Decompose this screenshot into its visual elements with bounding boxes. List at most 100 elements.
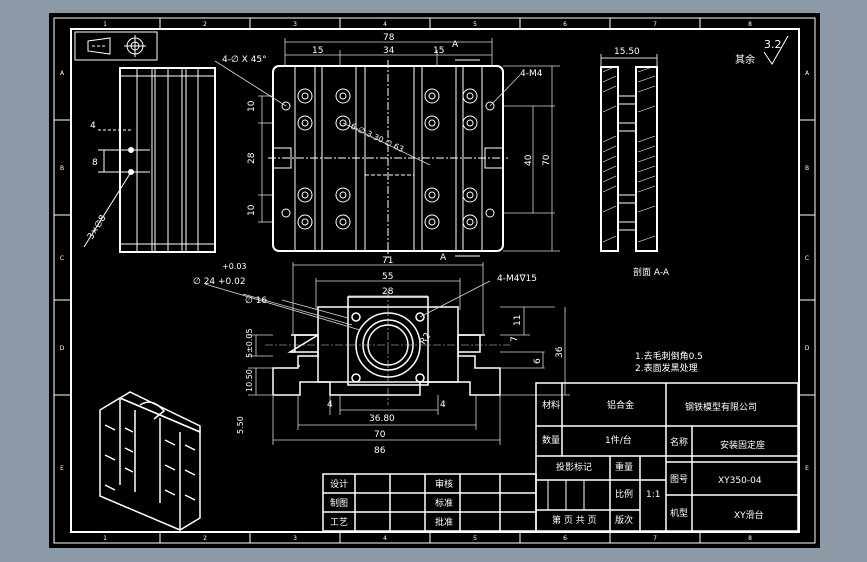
- section-marker-bottom: A: [440, 253, 447, 263]
- material-label: 材料: [542, 399, 560, 411]
- dim-71: 71: [382, 256, 393, 266]
- row-mark-right: C: [805, 255, 809, 262]
- dim-36-80: 36.80: [369, 414, 395, 424]
- col-mark-bottom: 3: [293, 535, 297, 542]
- note-line-2: 2.表面发黑处理: [635, 362, 698, 374]
- dim-7: 7: [510, 336, 520, 342]
- inner-frame: [70, 28, 800, 533]
- roughness-value: 3.2: [764, 38, 782, 51]
- note-line-1: 1.去毛刺倒角0.5: [635, 350, 703, 362]
- dim-h-28: 28: [247, 152, 257, 164]
- sign-row-2-b: 标准: [435, 497, 453, 509]
- sign-row-3-b: 批准: [435, 516, 453, 528]
- version-label: 版次: [615, 514, 633, 526]
- tolerance-note: +0.03: [222, 262, 247, 271]
- dim-28: 28: [382, 287, 394, 297]
- drawing-number-label: 图号: [670, 474, 688, 485]
- dim-8: 8: [92, 158, 98, 168]
- col-mark: 6: [563, 21, 567, 28]
- scale-label: 比例: [615, 488, 633, 500]
- dim-4-left: 4: [327, 400, 333, 410]
- col-mark: 8: [748, 21, 752, 28]
- sheet-border: [53, 17, 816, 544]
- technical-notes: 1.去毛刺倒角0.5 2.表面发黑处理: [635, 350, 703, 374]
- dim-overall-width: 78: [383, 33, 395, 43]
- name-label: 名称: [670, 436, 688, 448]
- row-mark: A: [60, 70, 65, 77]
- dim-55: 55: [382, 272, 393, 282]
- title-block: [322, 382, 799, 532]
- tap-depth-callout: 4-M4∇15: [497, 274, 537, 284]
- row-mark: B: [60, 165, 64, 172]
- dim-36: 36: [555, 346, 565, 358]
- dim-70: 70: [374, 430, 386, 440]
- section-title: 剖面 A-A: [633, 266, 670, 278]
- front-view-dims: 71 55 28 +0.03 ∅ 24 +0.02 ∅ 16 4-M4∇15 5…: [193, 256, 565, 456]
- dim-10-50: 10.50: [245, 369, 254, 392]
- scale-value: 1:1: [646, 490, 660, 500]
- sign-row-1-b: 审核: [435, 478, 453, 490]
- col-mark: 3: [293, 21, 297, 28]
- row-mark: E: [60, 465, 64, 472]
- isometric-view: [99, 391, 201, 531]
- col-mark-bottom: 5: [473, 535, 477, 542]
- roughness-symbol-icon: [763, 35, 789, 65]
- section-labels: 15.50 剖面 A-A: [614, 47, 670, 278]
- top-view-dimension-lines: [214, 38, 560, 252]
- row-mark-right: E: [805, 465, 809, 472]
- drawing-sheet: [49, 13, 820, 548]
- section-view: [600, 54, 658, 252]
- quantity-value: 1件/台: [605, 434, 632, 446]
- zone-markers: [54, 18, 815, 543]
- row-mark: D: [60, 345, 65, 352]
- section-marker-top: A: [452, 40, 459, 50]
- col-mark-bottom: 2: [203, 535, 207, 542]
- front-view-dim-lines: [204, 262, 570, 445]
- dim-h-40: 40: [524, 154, 534, 166]
- row-mark-right: D: [805, 345, 810, 352]
- zone-labels: 1 2 3 4 5 6 7 8 1 2 3 4 5 6 7 8 A B C D …: [60, 21, 810, 542]
- tap-callout: 4-M4: [520, 69, 543, 79]
- section-width: 15.50: [614, 47, 640, 57]
- row-mark: C: [60, 255, 64, 262]
- sign-row-2-a: 制图: [330, 497, 348, 509]
- company-name: 钢铁模型有限公司: [685, 401, 757, 413]
- col-mark: 5: [473, 21, 477, 28]
- col-mark-bottom: 4: [383, 535, 387, 542]
- top-view-holes: [281, 88, 495, 230]
- sign-row-1-a: 设计: [330, 478, 348, 490]
- bore-callout: ∅ 24 +0.02: [193, 277, 246, 287]
- col-mark: 7: [653, 21, 657, 28]
- machine-label: 机型: [670, 507, 688, 519]
- dim-4-right: 4: [440, 400, 446, 410]
- dim-86: 86: [374, 446, 386, 456]
- col-mark: 4: [383, 21, 387, 28]
- weight-label: 重量: [615, 461, 633, 473]
- dim-right-15: 15: [433, 46, 444, 56]
- dim-4: 4: [90, 121, 96, 131]
- dim-5-50: 5.50: [236, 416, 245, 434]
- projection-label: 投影标记: [556, 461, 592, 473]
- col-mark-bottom: 1: [103, 535, 107, 542]
- row-mark-right: A: [805, 70, 810, 77]
- row-mark-right: B: [805, 165, 809, 172]
- top-view: [268, 59, 508, 258]
- sign-row-3-a: 工艺: [330, 517, 348, 528]
- quantity-label: 数量: [542, 434, 560, 446]
- title-block-text: 材料 铝合金 钢铁模型有限公司 数量 1件/台 名称 安装固定座 投影标记 重量…: [330, 399, 765, 528]
- dim-h-10-bottom: 10: [247, 204, 257, 216]
- col-mark-bottom: 6: [563, 535, 567, 542]
- dim-5-tol: 5±0.05: [245, 328, 254, 358]
- chamfer-callout: 4-∅ X 45°: [222, 55, 267, 65]
- dim-middle-34: 34: [383, 46, 395, 56]
- machine-value: XY滑台: [734, 509, 764, 521]
- col-mark: 1: [103, 21, 107, 28]
- dim-11: 11: [513, 315, 523, 326]
- pages-label: 第 页 共 页: [552, 514, 597, 526]
- dim-h-70: 70: [542, 154, 552, 166]
- outer-frame: [53, 17, 816, 544]
- front-view-centerlines: [265, 290, 510, 405]
- bore-small-callout: ∅ 16: [245, 296, 267, 306]
- col-mark-bottom: 7: [653, 535, 657, 542]
- material-value: 铝合金: [607, 399, 634, 411]
